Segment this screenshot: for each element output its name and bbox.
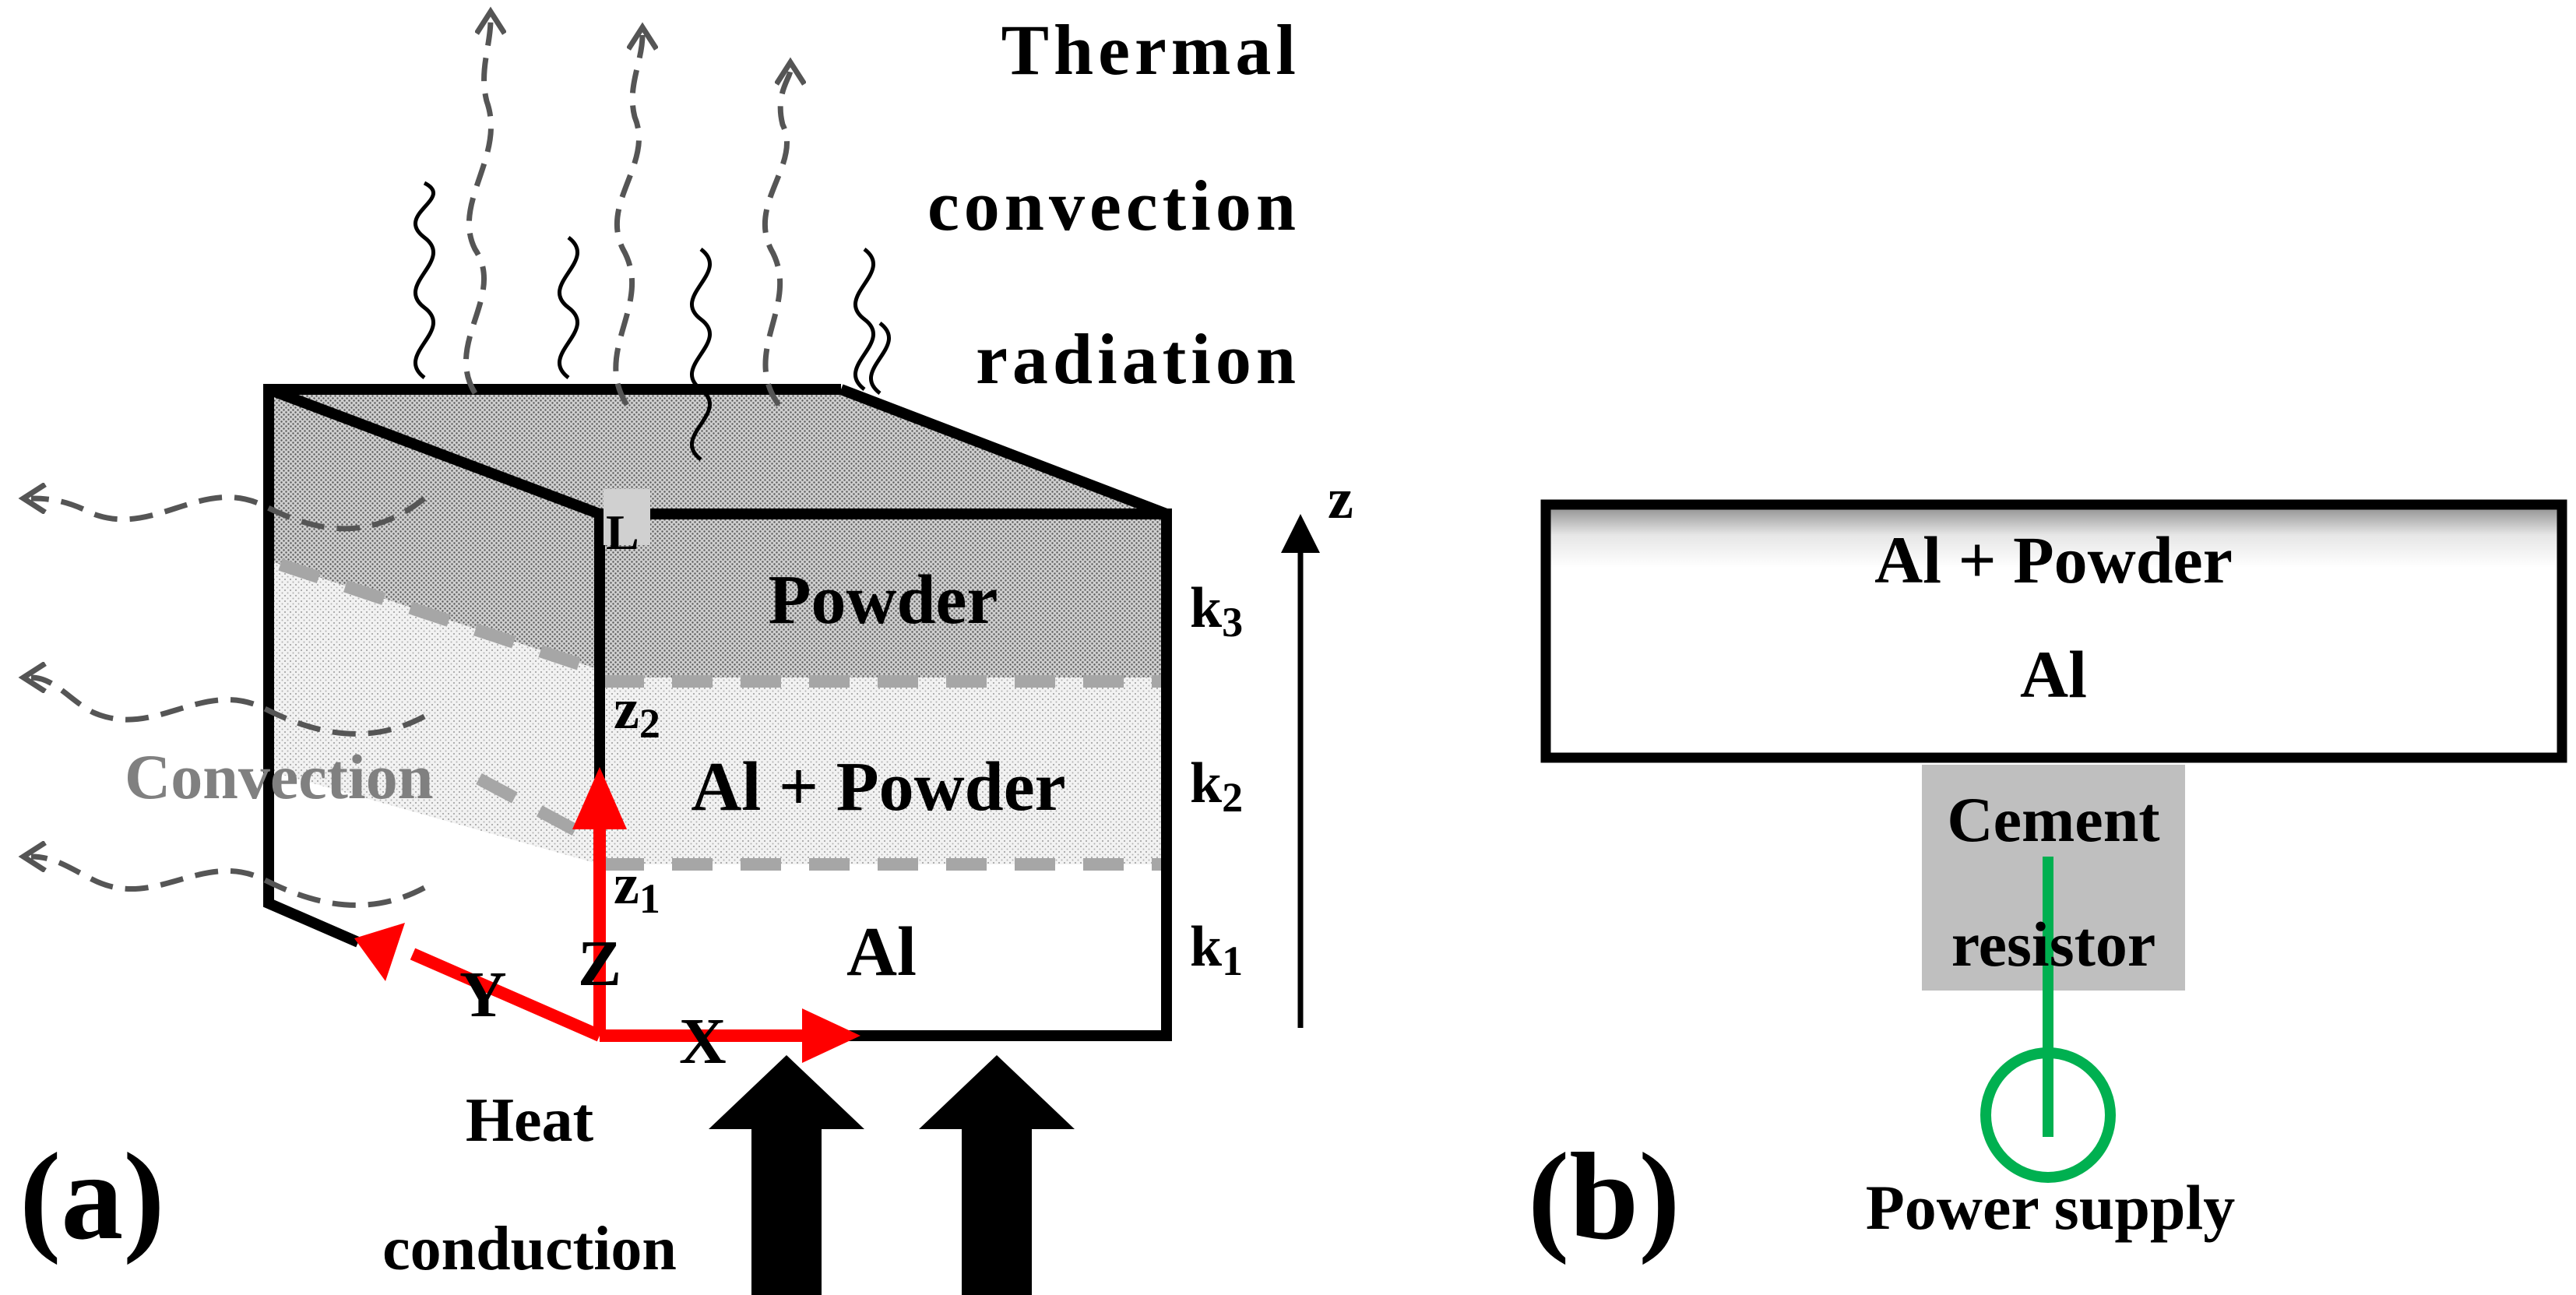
l-marker-bg [604,489,650,545]
block-top-face [269,389,1167,514]
coordinate-axes [354,767,860,1063]
label-convection: convection [927,166,1300,245]
convection-left-arrow-2 [31,677,426,737]
heat-arrow-1 [709,1055,864,1295]
resistor-label-cement: Cement [1947,784,2159,855]
label-side-convection: Convection [125,741,433,812]
panel-label-b: (b) [1528,1127,1680,1265]
front-powder-layer [600,514,1167,677]
height-label-l: L [606,505,639,560]
label-power-supply: Power supply [1866,1172,2236,1243]
axis-label-z: Z [578,927,621,1000]
label-thermal: Thermal [1001,10,1300,90]
z-axis-label: z [1328,467,1353,531]
heat-arrow-2 [919,1055,1075,1295]
convection-up-arrow-2 [613,35,642,406]
convection-left-arrow-1 [31,498,427,532]
height-label-z1: z1 [614,853,660,922]
panel-label-a: (a) [19,1127,165,1265]
block-outline [263,384,1172,1041]
radiation-waves [413,181,892,461]
heat-conduction-arrows [709,1055,1075,1295]
resistor-label-resistor: resistor [1951,909,2156,980]
power-supply-icon [1980,1047,2116,1183]
panel-a: L Powder Al + Powder Al z2 z1 k3 k2 k1 z… [19,10,1353,1295]
front-al-powder-layer [600,677,1167,864]
convection-up-arrow-1 [463,19,491,395]
conductivity-k3: k3 [1190,576,1243,646]
label-heat: Heat [466,1086,594,1155]
convection-up-arrows [463,19,790,407]
label-conduction: conduction [382,1215,677,1283]
block-left-face-powder [269,389,600,670]
label-radiation: radiation [976,319,1300,399]
plate-label-al: Al [2020,637,2087,712]
block-left-face-alpowder [269,561,600,864]
sample-plate [1540,499,2567,763]
block-left-face-al [269,771,600,1036]
conductivity-k2: k2 [1190,751,1243,821]
axis-label-x: X [679,1005,727,1078]
z-axis-arrow [1281,514,1320,1028]
height-label-z2: z2 [614,677,660,747]
axis-label-y: Y [459,959,507,1031]
layer-label-al-powder: Al + Powder [691,748,1065,825]
conductivity-k1: k1 [1190,915,1243,984]
panel-b: Al + Powder Al Cement resistor Power sup… [1528,499,2567,1265]
plate-label-al-powder: Al + Powder [1874,523,2233,597]
convection-left-arrow-3 [31,857,426,908]
layer-label-powder: Powder [769,561,998,639]
layer-label-al: Al [846,913,917,991]
convection-up-arrow-3 [762,70,790,407]
convection-left-arrows [31,498,427,908]
layer-interfaces [278,558,1164,871]
